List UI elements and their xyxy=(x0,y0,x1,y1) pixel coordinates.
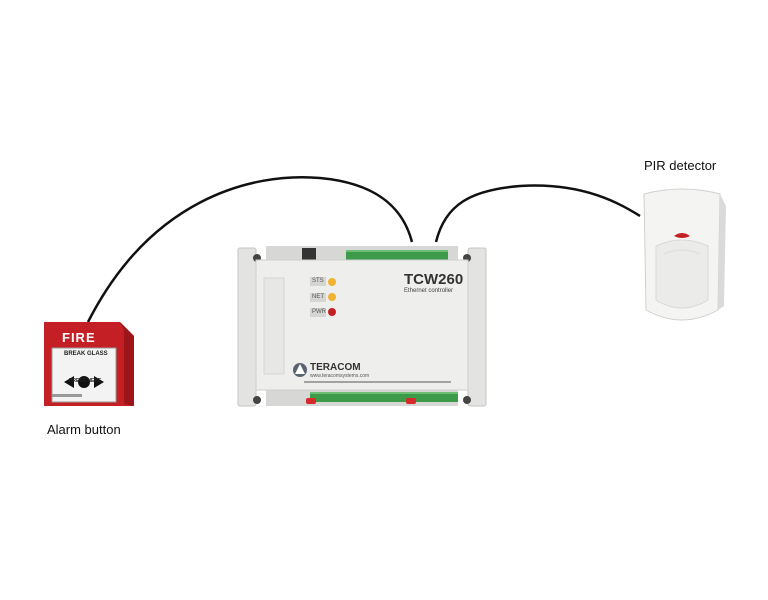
led-label-net: NET xyxy=(312,294,324,300)
alarm-button-label: Alarm button xyxy=(47,422,121,437)
alarm-button-device: FIRE BREAK GLASS PRESS HERE xyxy=(40,320,136,408)
wire-controller-to-pir xyxy=(434,184,641,243)
pir-sensor-icon xyxy=(643,188,726,321)
controller-housing xyxy=(237,246,487,407)
press-here-text: PRESS HERE xyxy=(69,378,102,384)
tcw260-controller: STS NET PWR TCW260 Ethernet controller T… xyxy=(236,240,488,412)
wire-alarm-to-controller xyxy=(86,176,414,323)
led-label-pwr: PWR xyxy=(312,309,326,315)
brand-website: www.teracomsystems.com xyxy=(310,373,370,379)
controller-model: TCW260 xyxy=(404,271,464,288)
fire-title: FIRE xyxy=(62,330,96,345)
pir-detector-label: PIR detector xyxy=(644,158,717,173)
fire-call-point-icon xyxy=(44,322,134,406)
pir-detector-device xyxy=(636,184,728,332)
brand-name: TERACOM xyxy=(310,362,361,373)
controller-subtitle: Ethernet controller xyxy=(404,288,454,294)
led-label-sts: STS xyxy=(312,278,324,284)
break-glass-text: BREAK GLASS xyxy=(64,351,108,357)
